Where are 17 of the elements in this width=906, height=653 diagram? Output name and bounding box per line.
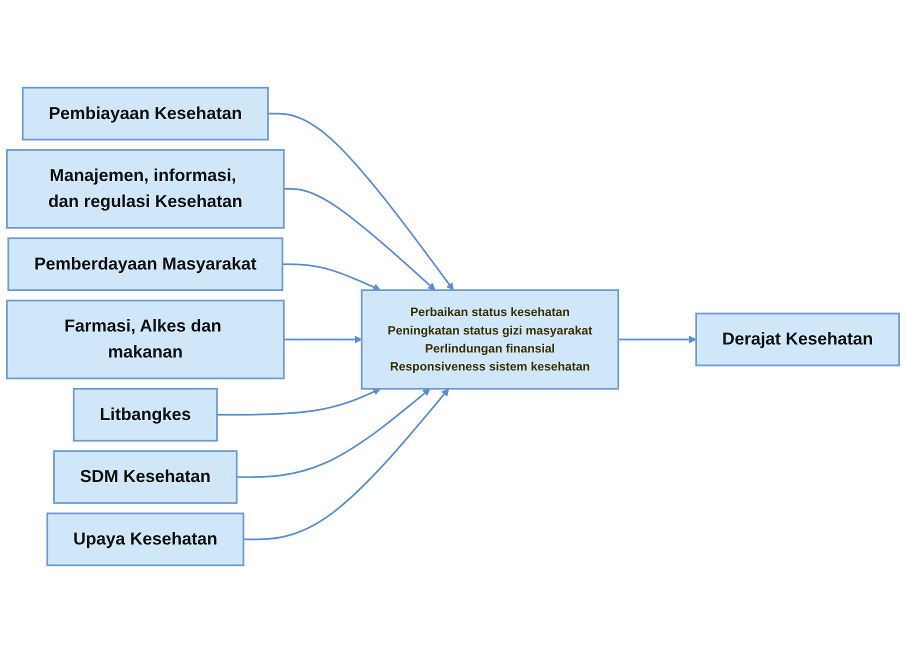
arrow	[618, 336, 696, 344]
node-box: Manajemen, informasi, dan regulasi Kesehatan	[6, 149, 285, 229]
arrow	[236, 388, 430, 478]
arrow	[268, 112, 454, 290]
node-box: SDM Kesehatan	[53, 450, 238, 504]
node-box: Litbangkes	[72, 388, 218, 442]
arrow	[282, 263, 381, 291]
node-box: Pembiayaan Kesehatan	[22, 86, 269, 140]
node-box: Farmasi, Alkes dan makanan	[6, 300, 285, 380]
arrow	[284, 336, 362, 344]
node-box: Derajat Kesehatan	[695, 312, 900, 366]
node-box: Upaya Kesehatan	[46, 512, 244, 566]
arrow	[243, 388, 450, 540]
node-box: Pemberdayaan Masyarakat	[7, 237, 284, 292]
arrow	[284, 188, 436, 290]
node-box: Perbaikan status kesehatan Peningkatan status gizi masyarakat Perlindungan finansial Responsiveness sistem kesehatan	[360, 289, 620, 390]
arrow	[217, 388, 381, 416]
